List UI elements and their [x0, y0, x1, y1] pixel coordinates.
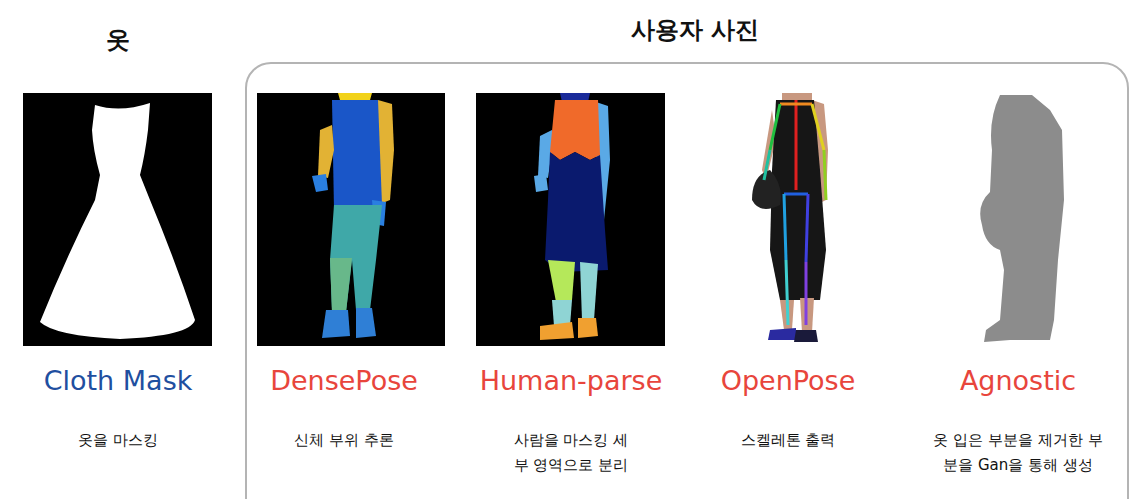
densepose-image-part: [322, 310, 350, 338]
densepose-image-part: [356, 308, 376, 338]
densepose-image-part: [257, 93, 445, 346]
openpose-image-part: [714, 93, 850, 346]
panel-title: OpenPose: [721, 365, 856, 396]
densepose-image: [257, 93, 445, 346]
agnostic-image: [955, 93, 1080, 346]
openpose-image-part: [805, 262, 808, 325]
panel-description: 신체 부위 추론: [294, 428, 394, 453]
cloth-mask-image-part: [40, 103, 195, 339]
densepose-image-part: [338, 93, 372, 100]
openpose-image-part: [764, 100, 826, 325]
panel-description: 사람을 마스킹 세부 영역으로 분리: [507, 428, 635, 478]
human-parse-image-part: [552, 300, 572, 326]
openpose-image-part: [784, 194, 786, 260]
panel-description: 옷을 마스킹: [78, 428, 158, 453]
cloth-mask-image-part: [23, 93, 212, 346]
densepose-image-part: [330, 205, 382, 312]
openpose-image-part: [782, 93, 812, 100]
panel-title: Agnostic: [960, 365, 1076, 396]
openpose-image-part: [806, 194, 808, 262]
openpose-image-part: [824, 150, 826, 200]
openpose-image-part: [786, 260, 788, 325]
human-parse-image-part: [578, 318, 598, 338]
openpose-image-part: [770, 104, 780, 150]
agnostic-image-part: [955, 93, 1080, 346]
panel-title: Cloth Mask: [44, 365, 193, 396]
panel-description: 스켈레톤 출력: [741, 428, 836, 453]
human-parse-image-part: [476, 93, 665, 346]
agnostic-image-part: [980, 95, 1064, 342]
openpose-image-part: [784, 193, 808, 196]
panel-title: DensePose: [270, 365, 418, 396]
openpose-image-part: [794, 330, 818, 342]
human-parse-image-part: [548, 260, 575, 302]
section-heading: 옷: [106, 24, 130, 56]
human-parse-image-part: [550, 100, 600, 160]
openpose-image-part: [764, 150, 770, 180]
openpose-image-part: [768, 328, 796, 340]
human-parse-image-part: [540, 322, 574, 340]
densepose-image-part: [318, 125, 334, 178]
human-parse-image-part: [534, 174, 548, 192]
openpose-image-part: [795, 100, 798, 190]
cloth-mask-image: [23, 93, 212, 346]
human-parse-image: [476, 93, 665, 346]
openpose-image: [714, 93, 850, 346]
human-parse-image-part: [545, 152, 608, 272]
densepose-image-part: [332, 100, 382, 210]
panel-title: Human-parse: [480, 365, 663, 396]
densepose-image-part: [330, 258, 352, 312]
human-parse-image-part: [580, 262, 598, 320]
openpose-image-part: [752, 170, 781, 209]
openpose-image-part: [812, 104, 824, 150]
densepose-image-part: [312, 174, 328, 192]
panel-description: 옷 입은 부분을 제거한 부분을 Gan을 통해 생성: [932, 428, 1104, 478]
openpose-image-part: [780, 103, 812, 106]
group-heading: 사용자 사진: [631, 14, 759, 46]
